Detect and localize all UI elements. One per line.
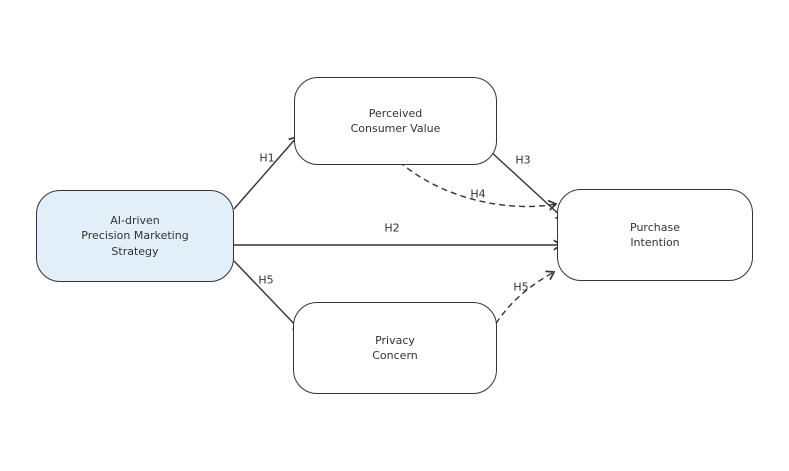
edge-h1-arrow	[233, 135, 298, 210]
edge-h5-arrow	[233, 260, 303, 333]
node-privacy-concern: Privacy Concern	[293, 302, 497, 394]
node-purchase-intention: Purchase Intention	[557, 189, 753, 281]
edge-h4-dashed-arrow	[391, 154, 558, 211]
node-perceived-consumer-value: Perceived Consumer Value	[294, 77, 497, 165]
node-ai-driven-precision-marketing-strategy: AI-driven Precision Marketing Strategy	[36, 190, 234, 282]
edge-h3-arrow	[488, 149, 566, 221]
